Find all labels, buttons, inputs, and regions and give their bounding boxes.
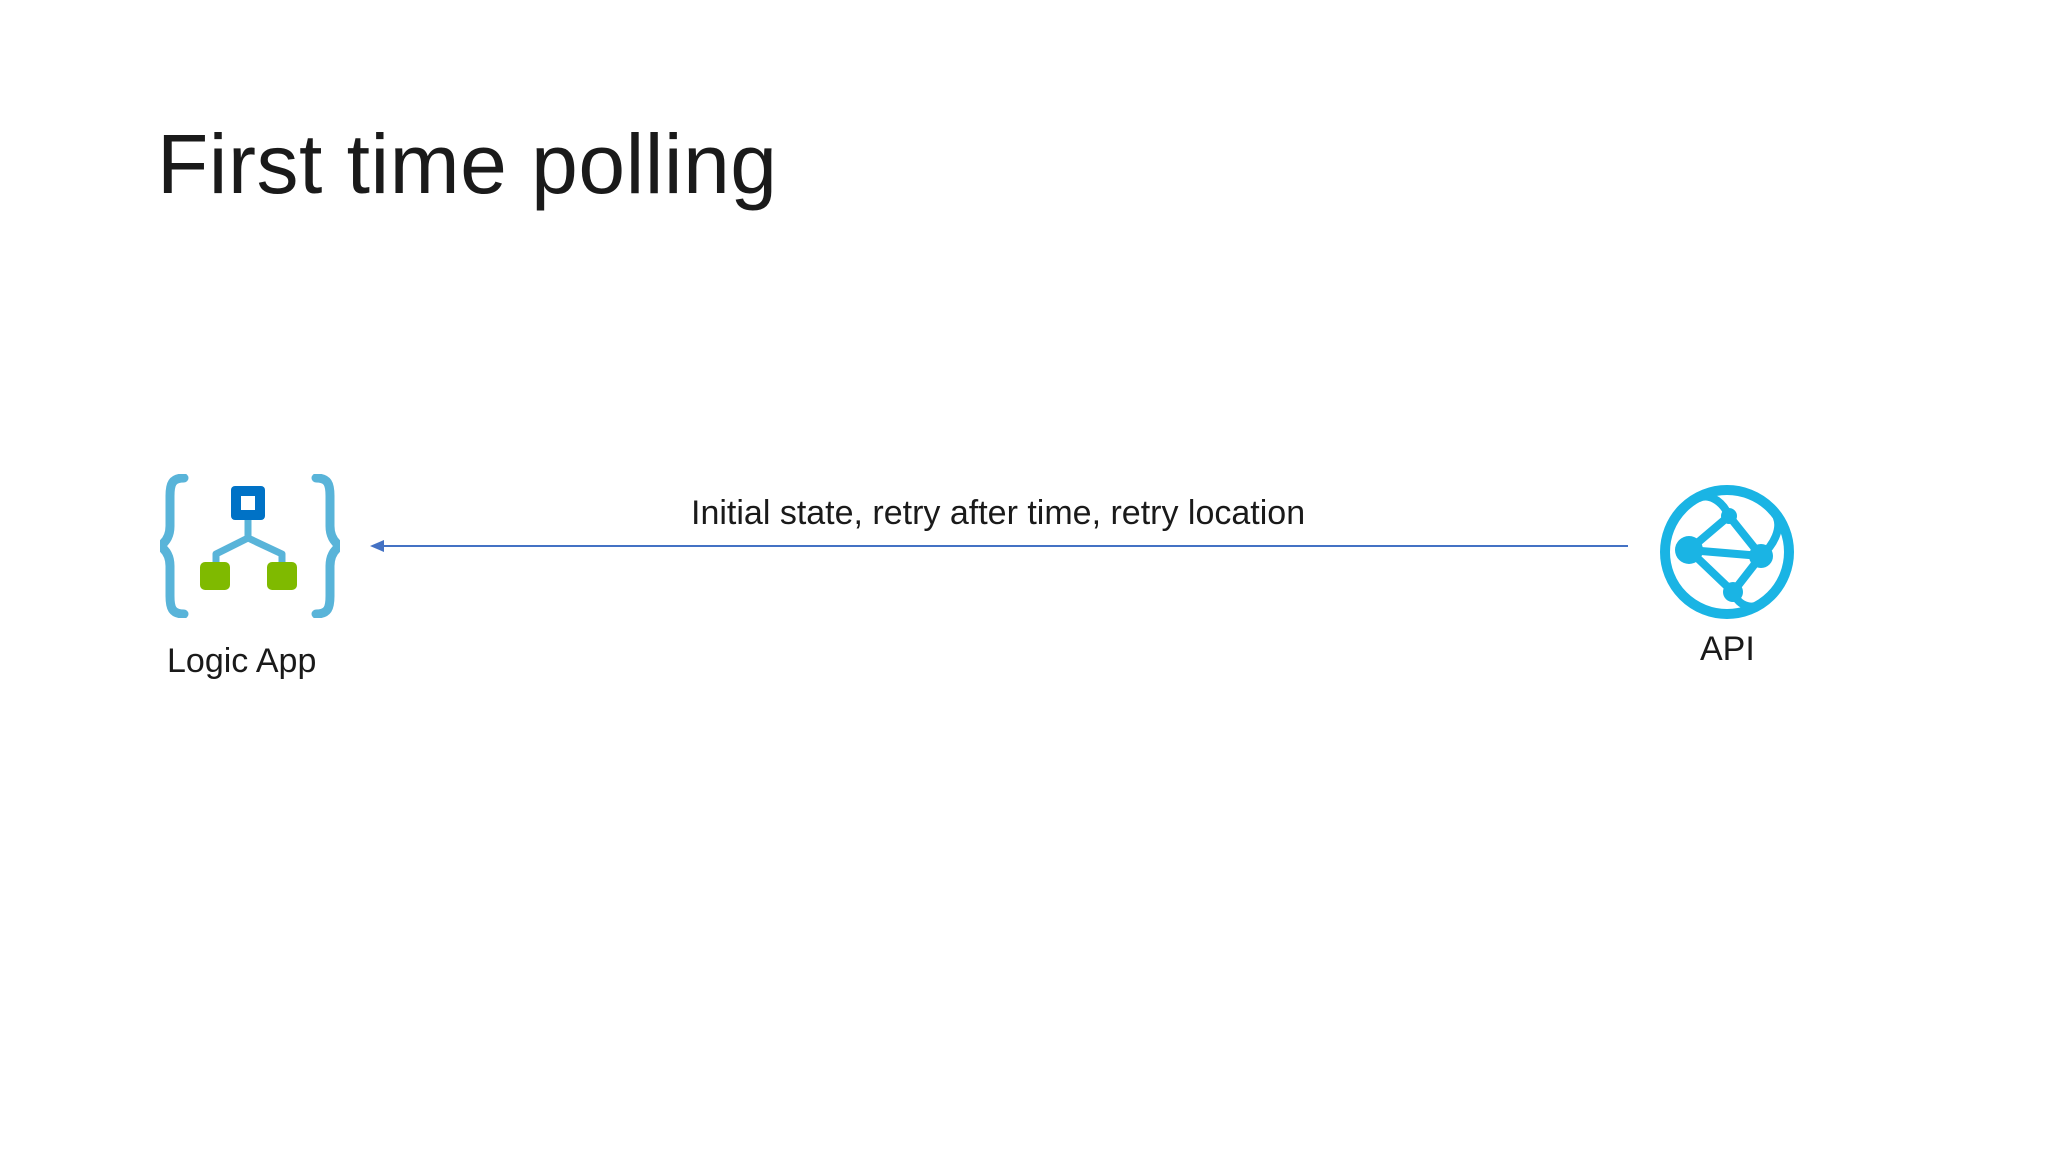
response-arrow [370, 540, 1628, 552]
arrowhead-left-icon [370, 540, 384, 552]
api-label: API [1700, 630, 1755, 668]
logic-app-label: Logic App [167, 642, 317, 680]
slide-title: First time polling [157, 117, 778, 211]
logic-app-node [160, 474, 340, 618]
globe-network-icon [1660, 485, 1794, 619]
logic-app-icon [160, 474, 340, 618]
edge-label: Initial state, retry after time, retry l… [691, 494, 1306, 532]
api-node [1659, 484, 1795, 620]
